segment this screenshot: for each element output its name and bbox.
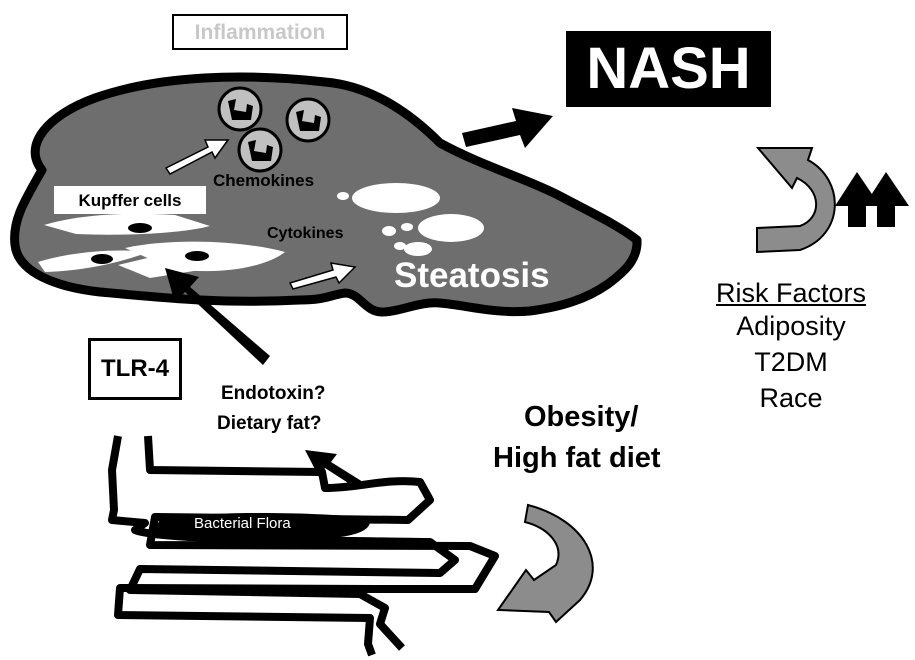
- inflammation-label: Inflammation: [172, 14, 348, 50]
- neutrophil-cell-icon: [285, 97, 331, 143]
- white-arrow-chemokine: [164, 139, 230, 175]
- nash-label: NASH: [566, 31, 771, 107]
- risk-factors-title-text: Risk Factors: [715, 278, 867, 308]
- kupffer-cells-label: Kupffer cells: [54, 186, 206, 214]
- risk-factor-item: Adiposity: [736, 311, 846, 341]
- curved-arrow-risk: [755, 147, 836, 254]
- neutrophil-cell-icon: [217, 86, 263, 132]
- arrow-to-nash: [462, 108, 553, 148]
- risk-factors-title: Risk Factors: [676, 280, 906, 307]
- neutrophil-cell-icon: [237, 127, 283, 173]
- arrow-from-gut: [305, 450, 363, 488]
- risk-factor-item: Race: [759, 383, 823, 413]
- steatosis-label: Steatosis: [394, 256, 550, 295]
- fat-droplets: [337, 183, 484, 256]
- double-up-arrow-icon: [835, 172, 909, 227]
- endotoxin-label: Endotoxin?: [221, 383, 326, 404]
- bacterial-flora-shape: [150, 513, 371, 541]
- chemokines-label: Chemokines: [213, 171, 315, 190]
- bacterial-flora-label: Bacterial Flora: [194, 515, 291, 532]
- intestine-shape: [108, 435, 499, 657]
- dietary-fat-label: Dietary fat?: [217, 413, 322, 434]
- white-arrow-cytokine: [288, 262, 357, 290]
- obesity-label: Obesity/: [524, 401, 639, 433]
- risk-factor-item: T2DM: [754, 347, 828, 377]
- cytokines-label: Cytokines: [267, 225, 344, 242]
- high-fat-diet-label: High fat diet: [493, 442, 661, 474]
- arrow-to-kupffer: [165, 268, 270, 365]
- curved-arrow-obesity: [496, 503, 594, 624]
- tlr4-label: TLR-4: [88, 338, 182, 400]
